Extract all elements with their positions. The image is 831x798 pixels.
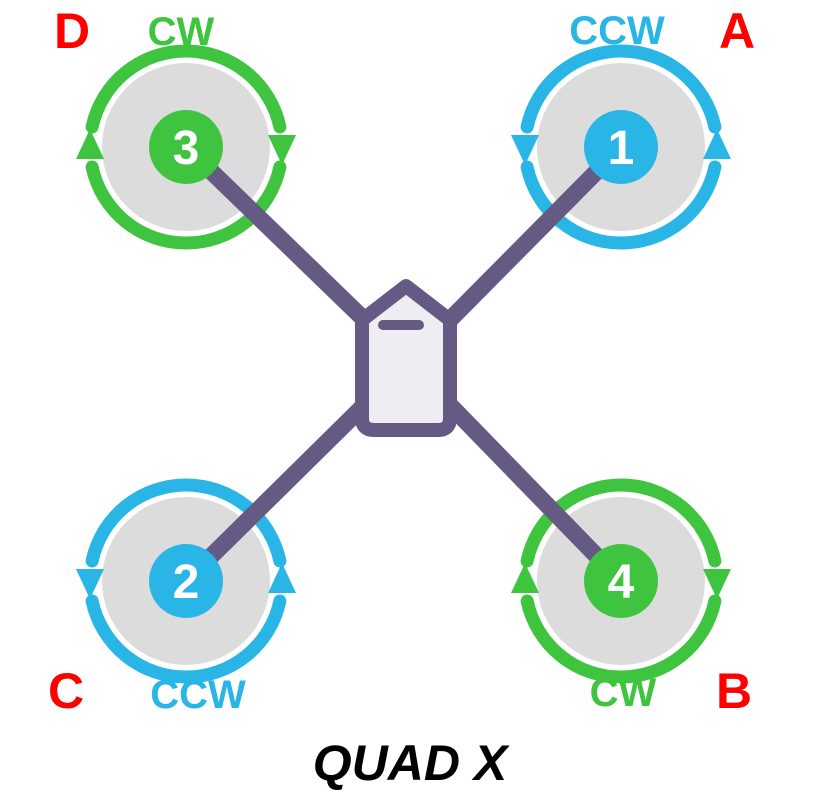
motor-hub-1: 1 [584,110,658,184]
motor-hub-circle [584,110,658,184]
rotation-arrow-icon [76,569,104,599]
motor-hub-circle [149,544,223,618]
rotation-arc-cw-bottom-right [511,478,731,684]
arc-segment [520,594,722,684]
frame-body-shape [355,279,457,437]
corner-label-c: C [48,663,84,719]
motor-hub-2: 2 [149,544,223,618]
rotation-arrow-icon [703,569,731,599]
rotation-arrow-icon [703,129,731,159]
corner-label-a: A [719,3,755,59]
rotation-arc-cw-top-left [76,44,296,250]
rotation-arc-ccw-bottom-left [76,478,296,684]
motor-number: 1 [608,122,635,175]
arc-segment [85,44,287,134]
direction-label-top-right: CCW [569,9,665,53]
motor-hub-circle [149,110,223,184]
direction-label-top-left: CW [148,10,215,54]
motor-hub-4: 4 [584,544,658,618]
diagram-title: QUAD X [313,735,510,791]
frame-body [355,279,457,437]
motor-hub-3: 3 [149,110,223,184]
rotation-arrow-icon [76,129,104,159]
corner-label-d: D [54,3,90,59]
arc-segment [520,160,722,250]
direction-label-bottom-left: CCW [150,673,246,717]
motor-number: 3 [173,122,200,175]
motor-number: 2 [173,556,200,609]
motor-number: 4 [608,556,635,609]
rotation-arrow-icon [268,135,296,165]
arc-segment [85,160,287,250]
arc-segment [85,478,287,568]
arc-segment [85,594,287,684]
motor-hubs: 3 1 2 4 [149,110,658,618]
rotation-arc-ccw-top-right [511,44,731,250]
corner-labels: D A C B [48,3,755,719]
corner-label-b: B [716,663,752,719]
arc-segment [520,478,722,568]
arc-segment [520,44,722,134]
motor-hub-circle [584,544,658,618]
direction-labels: CW CCW CCW CW [148,9,665,717]
rotation-arrow-icon [268,563,296,593]
rotation-arrow-icon [511,135,539,165]
direction-label-bottom-right: CW [590,671,657,715]
rotation-arcs [76,44,731,684]
rotation-arrow-icon [511,563,539,593]
